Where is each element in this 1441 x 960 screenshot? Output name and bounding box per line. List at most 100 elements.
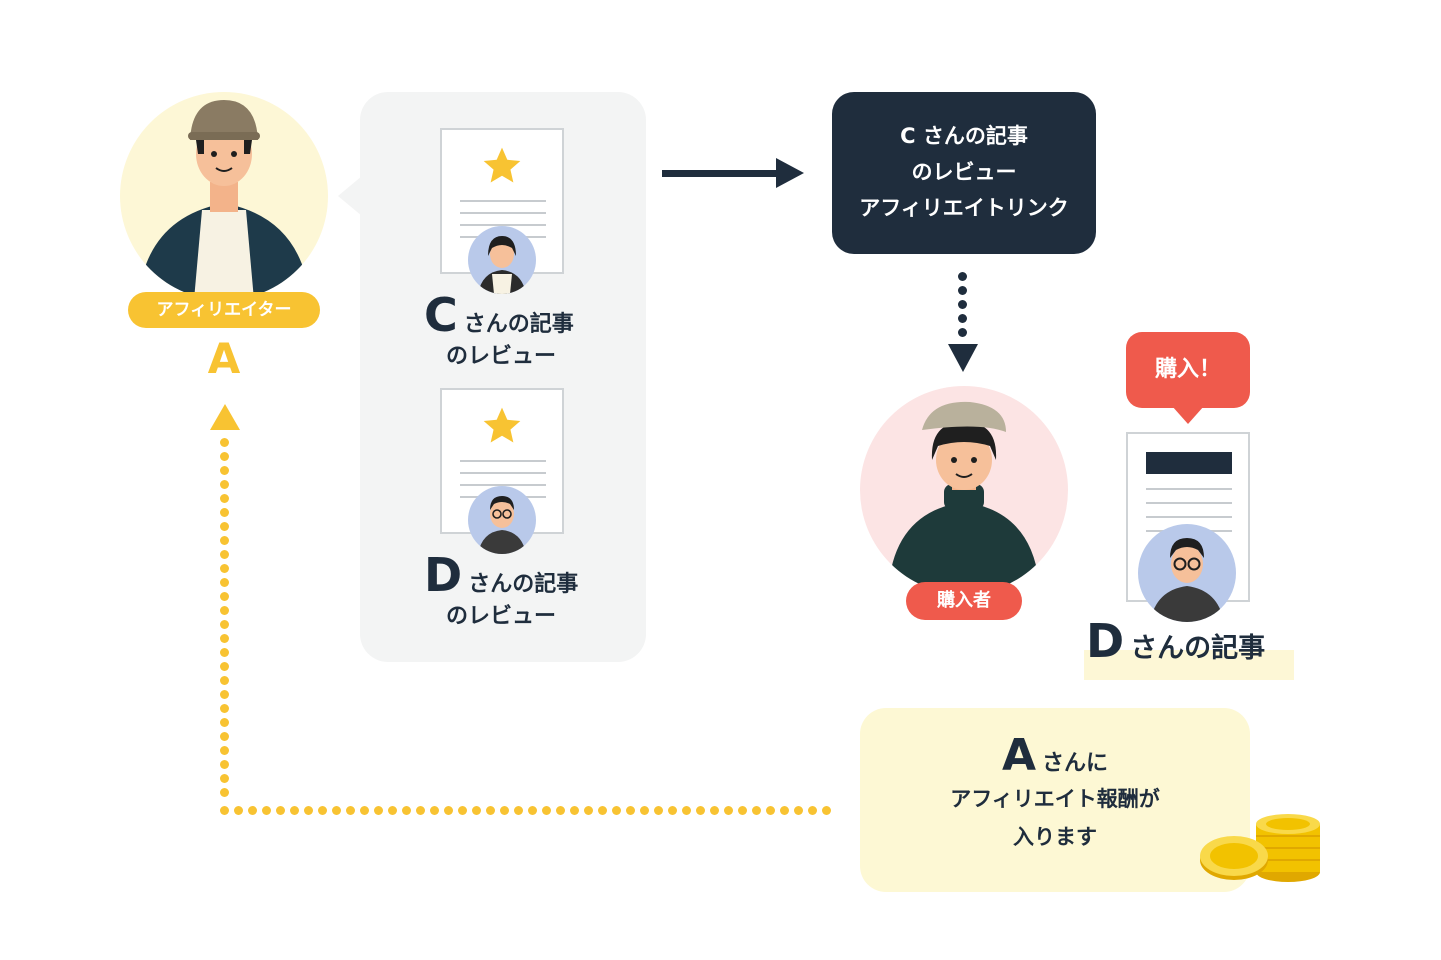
- flow-arrow-down-head: [948, 344, 978, 372]
- affiliator-avatar: [120, 92, 328, 300]
- reviewer-c-avatar: [468, 226, 536, 294]
- return-path-dot: [486, 806, 495, 815]
- return-path-dot: [220, 746, 229, 755]
- affiliator-letter: A: [207, 334, 241, 383]
- buyer-badge: 購入者: [906, 582, 1022, 620]
- dotted-arrow-dot: [958, 272, 967, 281]
- return-path-dot: [472, 806, 481, 815]
- return-path-dot: [220, 550, 229, 559]
- speech-bubble-tail: [338, 176, 362, 216]
- return-path-dot: [374, 806, 383, 815]
- reward-line1: さんに: [1042, 751, 1109, 776]
- return-path-dot: [542, 806, 551, 815]
- affiliate-link-box: C さんの記事 のレビュー アフィリエイトリンク: [832, 92, 1096, 254]
- return-path-dot: [220, 788, 229, 797]
- return-path-dot: [220, 466, 229, 475]
- return-path-dot: [220, 760, 229, 769]
- return-path-dot: [584, 806, 593, 815]
- flow-arrow-right-head: [776, 158, 804, 188]
- return-path-dot: [822, 806, 831, 815]
- purchase-speech-bubble: 購入！: [1126, 332, 1250, 408]
- affiliator-role-badge: アフィリエイター: [128, 292, 320, 328]
- return-path-dot: [332, 806, 341, 815]
- return-path-dot: [500, 806, 509, 815]
- return-path-dot: [388, 806, 397, 815]
- return-path-dot: [738, 806, 747, 815]
- return-path-dot: [220, 662, 229, 671]
- star-icon: [483, 147, 521, 183]
- return-path-dot: [220, 508, 229, 517]
- dotted-arrow-dot: [958, 300, 967, 309]
- return-path-dot: [570, 806, 579, 815]
- return-path-dot: [220, 620, 229, 629]
- return-path-dot: [220, 592, 229, 601]
- return-path-dot: [248, 806, 257, 815]
- return-path-dot: [220, 634, 229, 643]
- flow-arrow-right-line: [662, 170, 782, 177]
- link-box-line1: C さんの記事: [900, 124, 1028, 148]
- return-path-dot: [654, 806, 663, 815]
- return-path-dot: [416, 806, 425, 815]
- article-d-title: さんの記事: [1130, 633, 1266, 664]
- return-path-dot: [696, 806, 705, 815]
- article-d-author-avatar: [1138, 524, 1236, 622]
- return-path-dot: [262, 806, 271, 815]
- return-path-dot: [598, 806, 607, 815]
- purchase-bubble-tail: [1172, 406, 1204, 424]
- review-d-subtitle: のレビュー: [446, 604, 557, 629]
- link-box-line2: のレビュー: [911, 160, 1017, 184]
- return-path-dot: [514, 806, 523, 815]
- return-path-dot: [682, 806, 691, 815]
- return-path-dot: [220, 606, 229, 615]
- dotted-arrow-dot: [958, 286, 967, 295]
- return-path-dot: [220, 676, 229, 685]
- return-path-dot: [752, 806, 761, 815]
- return-path-dot: [766, 806, 775, 815]
- return-path-dot: [794, 806, 803, 815]
- article-label-highlight: [1084, 650, 1294, 680]
- link-box-line3: アフィリエイトリンク: [859, 196, 1069, 220]
- review-c-subtitle: のレビュー: [446, 344, 557, 369]
- return-path-dot: [220, 704, 229, 713]
- return-path-dot: [780, 806, 789, 815]
- return-path-dot: [304, 806, 313, 815]
- review-c-letter: C: [424, 288, 458, 342]
- coins-icon: [1200, 814, 1320, 882]
- return-path-dot: [360, 806, 369, 815]
- return-path-dot: [430, 806, 439, 815]
- return-path-dot: [220, 578, 229, 587]
- return-path-dot: [346, 806, 355, 815]
- return-path-dot: [220, 806, 229, 815]
- dotted-arrow-dot: [958, 328, 967, 337]
- reward-line3: 入ります: [1013, 825, 1097, 849]
- reviewer-d-avatar: [468, 486, 536, 554]
- review-d-letter: D: [424, 548, 463, 602]
- return-path-dot: [318, 806, 327, 815]
- article-headline-bar: [1146, 452, 1232, 474]
- return-path-dot: [724, 806, 733, 815]
- return-path-dot: [220, 690, 229, 699]
- return-path-dot: [626, 806, 635, 815]
- return-path-dot: [220, 522, 229, 531]
- return-path-dot: [290, 806, 299, 815]
- reward-letter: A: [1001, 730, 1037, 781]
- return-path-dot: [220, 564, 229, 573]
- return-arrow-up-head: [210, 404, 240, 430]
- return-path-dot: [220, 452, 229, 461]
- reward-line2: アフィリエイト報酬が: [950, 787, 1160, 811]
- return-path-dot: [528, 806, 537, 815]
- return-path-dot: [220, 774, 229, 783]
- return-path-dot: [220, 648, 229, 657]
- return-path-dot: [220, 732, 229, 741]
- return-path-dot: [668, 806, 677, 815]
- star-icon: [483, 407, 521, 443]
- return-path-dot: [444, 806, 453, 815]
- return-path-dot: [640, 806, 649, 815]
- return-path-dot: [612, 806, 621, 815]
- return-path-dot: [220, 718, 229, 727]
- article-d-letter: D: [1086, 614, 1125, 668]
